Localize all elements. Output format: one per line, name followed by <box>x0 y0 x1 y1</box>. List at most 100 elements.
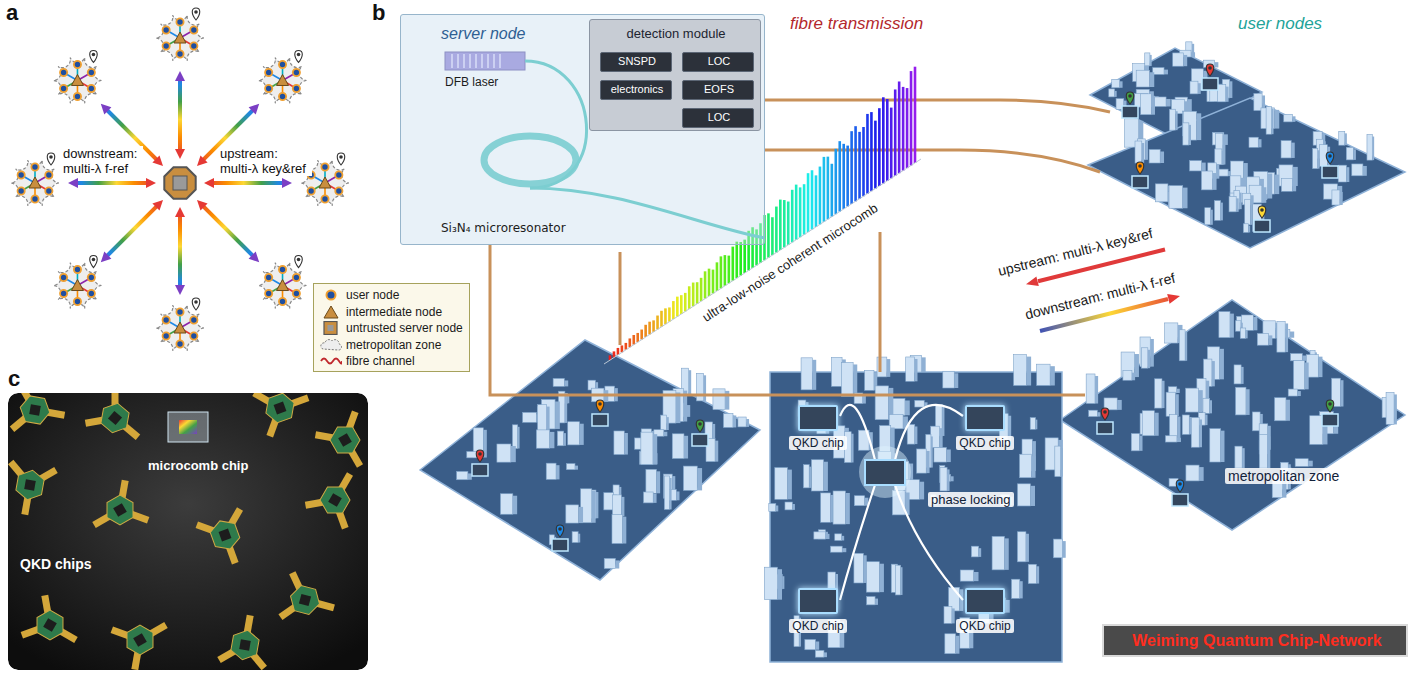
building-side <box>565 393 567 423</box>
building-side <box>667 417 669 430</box>
pin-dot <box>1260 208 1264 212</box>
building <box>1165 323 1178 343</box>
building-side <box>1095 376 1098 404</box>
building-side <box>1286 400 1290 421</box>
building-side <box>624 433 628 455</box>
pcb-body <box>208 516 243 553</box>
pcb-body <box>15 468 46 502</box>
intermediate-node-symbol <box>277 280 289 291</box>
location-pin <box>1258 206 1266 218</box>
comb-line <box>791 190 794 243</box>
user-node-symbol <box>18 187 25 194</box>
building <box>546 463 556 479</box>
user-node-symbol <box>31 163 38 170</box>
user-node-symbol <box>279 266 286 273</box>
building <box>612 495 621 516</box>
building-side <box>1166 99 1171 107</box>
building-side <box>1150 55 1152 66</box>
building-side <box>513 496 517 515</box>
building-side <box>1292 116 1295 122</box>
fibre-line <box>879 232 882 372</box>
qkd-chip-node: QKD chip <box>778 405 858 455</box>
building-side <box>1308 461 1313 467</box>
building-side <box>546 407 549 431</box>
pcb-chip <box>133 633 147 647</box>
location-pin <box>90 256 98 268</box>
building-side <box>1210 400 1212 413</box>
building <box>612 515 623 544</box>
building <box>1169 186 1183 209</box>
comb-line <box>866 114 869 194</box>
comb-line <box>803 184 806 234</box>
comb-line <box>735 242 738 278</box>
building-side <box>1275 175 1280 194</box>
city-ground <box>1060 300 1405 530</box>
fibre-symbol <box>321 359 342 364</box>
building <box>683 466 697 490</box>
building <box>1295 459 1308 467</box>
building-side <box>468 473 472 479</box>
panel-letter: b <box>372 0 385 26</box>
user-node-symbol <box>176 340 183 347</box>
comb-line <box>640 330 643 340</box>
comb-line <box>902 87 905 171</box>
building <box>805 639 816 649</box>
building-side <box>825 534 829 539</box>
building-side <box>1026 534 1029 562</box>
building-side <box>676 392 681 423</box>
building-side <box>1242 448 1245 468</box>
comb-line <box>815 175 818 227</box>
building <box>604 558 615 568</box>
qkd-chip-board <box>8 462 56 519</box>
building-side <box>1220 349 1224 380</box>
building <box>696 373 703 401</box>
qkd-chip-icon <box>592 414 608 426</box>
building-side <box>1035 420 1037 430</box>
qkd-chip-board <box>85 393 152 455</box>
city-block <box>764 355 1065 662</box>
comb-line <box>664 308 667 324</box>
building <box>895 565 900 595</box>
building-side <box>824 652 827 657</box>
building-side <box>1063 541 1066 558</box>
user-node-symbol <box>321 195 328 202</box>
title-banner: Weiming Quantum Chip-Network <box>1102 624 1408 657</box>
arrow-head <box>197 155 208 166</box>
metropolitan-zone-outline <box>156 305 204 351</box>
building-side <box>1031 456 1035 478</box>
comb-line <box>680 295 683 314</box>
building <box>661 415 667 430</box>
building <box>1216 134 1223 165</box>
building <box>1014 355 1027 386</box>
location-pin <box>192 8 200 20</box>
building-side <box>1274 110 1279 129</box>
building <box>1346 147 1353 160</box>
user-node-symbol <box>60 69 67 76</box>
qkd-chip-board <box>305 463 368 529</box>
fibre-arrow <box>178 215 182 287</box>
building-side <box>555 401 560 428</box>
building <box>1338 165 1346 182</box>
building <box>1249 137 1258 147</box>
building <box>943 371 954 388</box>
arrow-head <box>152 155 163 166</box>
location-pin <box>596 400 604 412</box>
building-side <box>1353 149 1355 160</box>
building <box>867 597 875 605</box>
building-side <box>1205 415 1207 425</box>
user-node-symbol <box>74 61 81 68</box>
building-side <box>824 462 828 491</box>
building-side <box>951 476 954 481</box>
building-side <box>592 491 596 523</box>
building-side <box>1212 361 1215 386</box>
building-side <box>1202 163 1206 171</box>
building-side <box>653 434 657 464</box>
building <box>1201 171 1212 190</box>
building-side <box>1183 188 1188 209</box>
comb-line <box>807 173 810 232</box>
user-node-symbol <box>335 171 342 178</box>
building <box>553 378 564 386</box>
location-pin <box>47 153 55 165</box>
user-node-symbol <box>18 171 25 178</box>
